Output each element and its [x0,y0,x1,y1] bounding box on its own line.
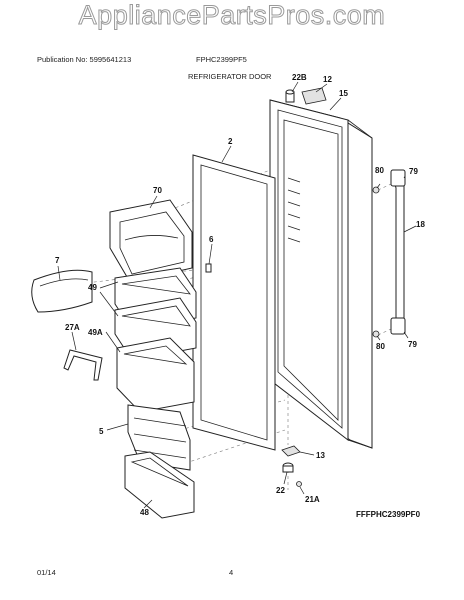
callout-6: 6 [209,235,214,244]
callout-80-bottom: 80 [376,342,385,351]
handle-screw-top [372,186,380,194]
lower-hinge-bracket [281,445,301,457]
callout-22: 22 [276,486,285,495]
callout-49A: 49A [88,328,103,337]
callout-79-bottom: 79 [408,340,417,349]
handle-end-cap-top [390,169,406,187]
model-number: FPHC2399PF5 [196,55,247,64]
dairy-compartment [109,199,193,283]
door-handle [392,177,405,331]
callout-12: 12 [323,75,332,84]
callout-labels: 22B 12 15 2 70 80 79 18 6 7 49 27A 49A 8… [55,73,425,517]
callout-2: 2 [228,137,233,146]
callout-18: 18 [416,220,425,229]
publication-number: Publication No: 5995641213 [37,55,132,64]
callout-leader-lines [57,81,417,509]
handle-end-cap-bottom [390,317,406,335]
callout-7: 7 [55,256,60,265]
door-outer-shell [269,99,373,449]
callout-48: 48 [140,508,149,517]
bottom-door-bin [124,451,195,519]
callout-21A: 21A [305,495,320,504]
lower-hinge-bushing [282,462,294,473]
section-title: REFRIGERATOR DOOR [188,72,272,81]
callout-49: 49 [88,283,97,292]
diagram-document-id: FFFPHC2399PF0 [356,510,421,519]
top-trim-part [301,87,327,105]
door-cover [31,269,93,313]
footer-date: 01/14 [37,568,56,577]
callout-27A: 27A [65,323,80,332]
hinge-washer [296,481,302,487]
door-gasket [192,154,276,451]
gasket-clip [205,263,212,273]
handle-screw-bottom [372,330,380,338]
callout-15: 15 [339,89,348,98]
upper-hinge-pin [285,89,295,103]
bin-handle-bracket [63,349,103,381]
page-number: 4 [229,568,234,577]
callout-79-top: 79 [409,167,418,176]
watermark: AppliancePartsPros.com [78,0,386,31]
callout-80-top: 80 [375,166,384,175]
deep-door-bin [116,337,195,413]
callout-22B: 22B [292,73,307,82]
callout-13: 13 [316,451,325,460]
callout-70: 70 [153,186,162,195]
callout-5: 5 [99,427,104,436]
